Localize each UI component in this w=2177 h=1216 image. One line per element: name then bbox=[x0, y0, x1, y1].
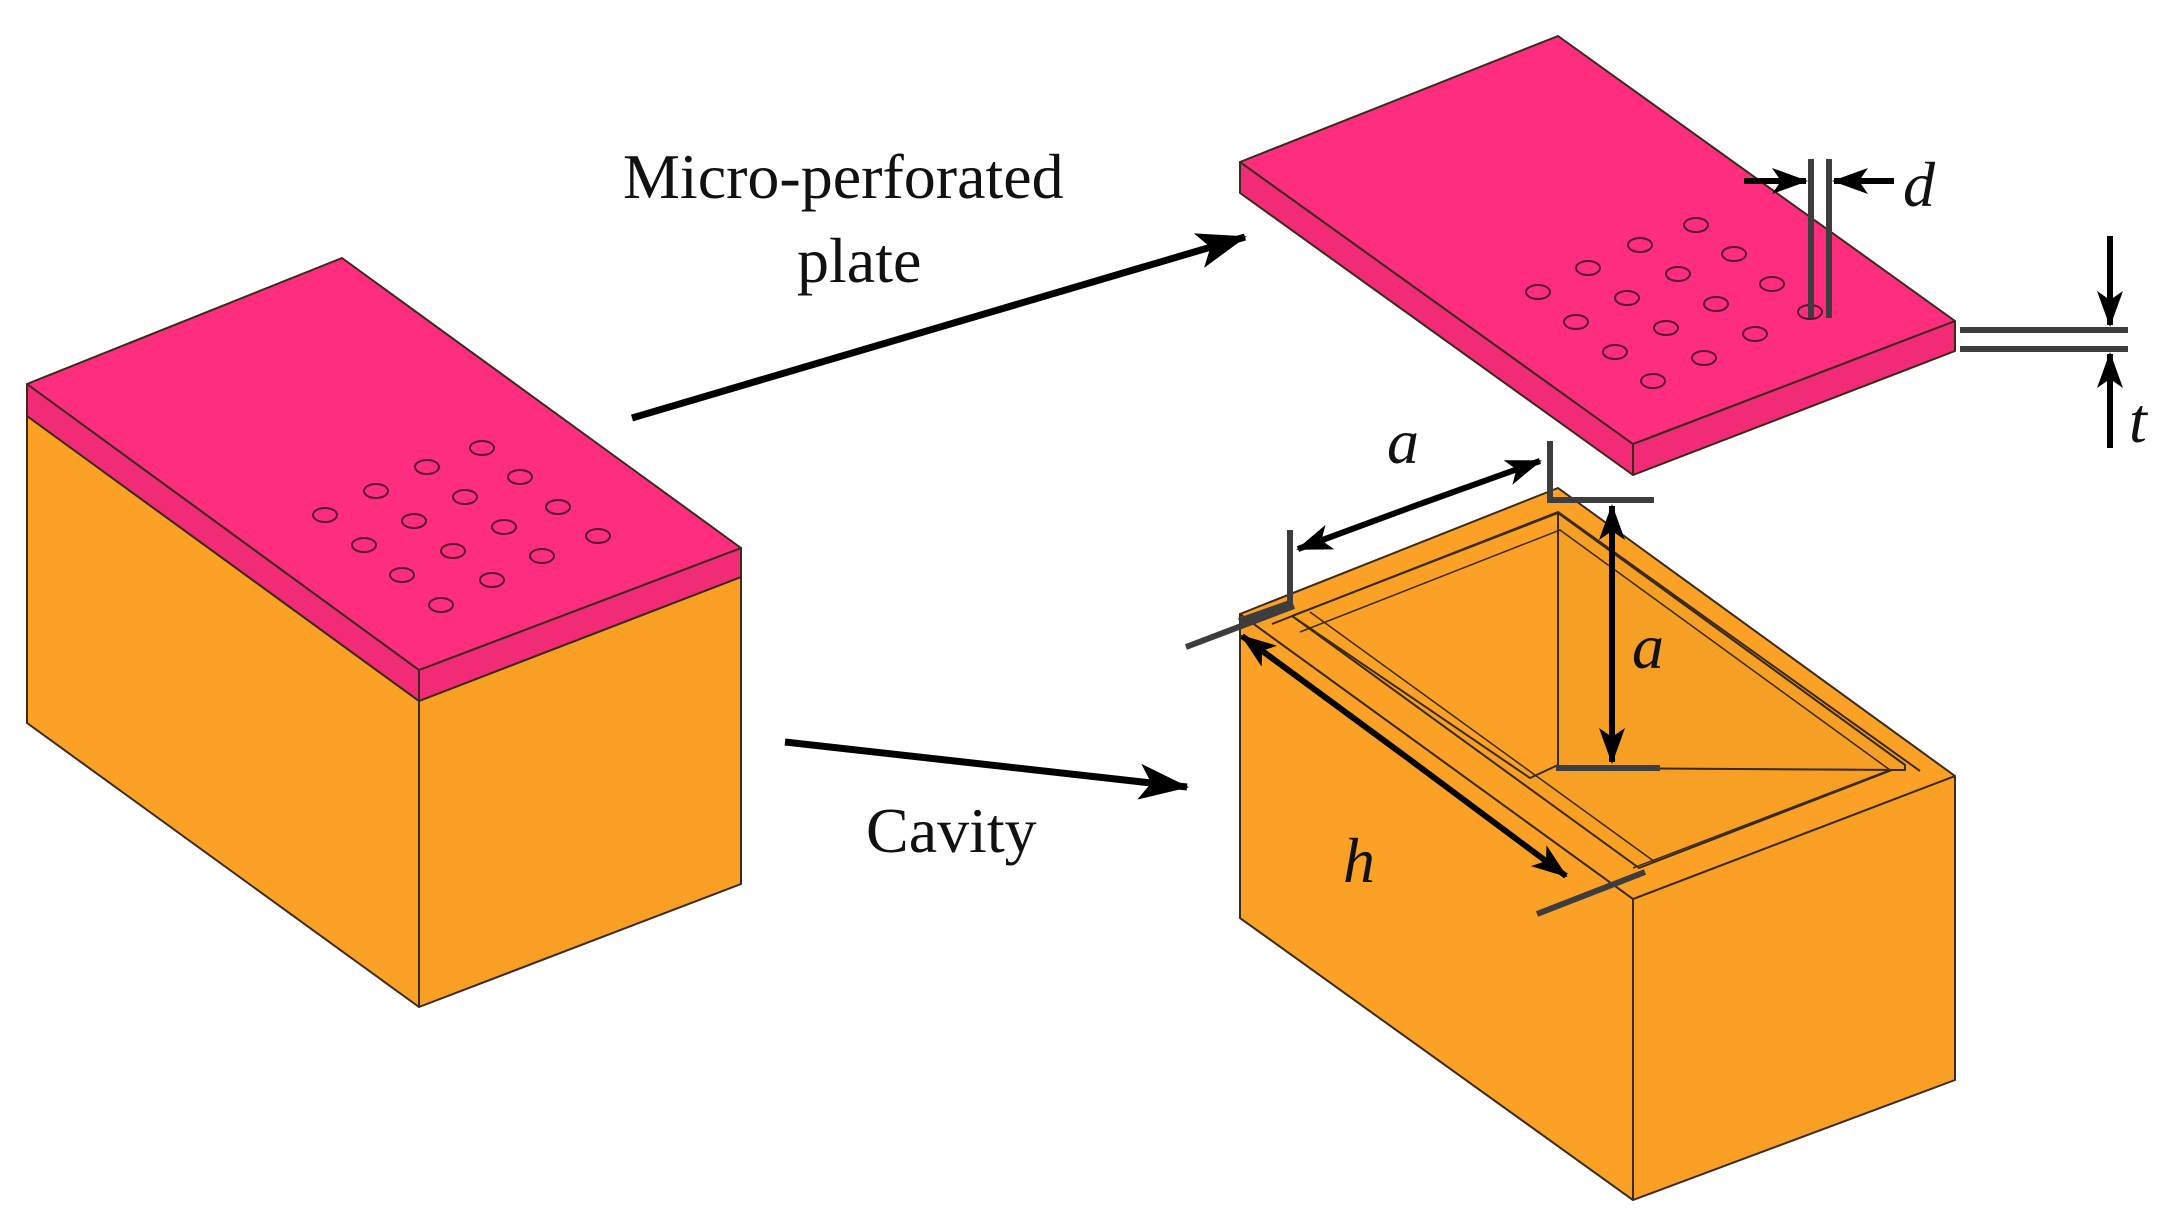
assembled-plate-holes bbox=[312, 440, 611, 613]
h-label: h bbox=[1343, 825, 1375, 896]
h-extension-bottom bbox=[1535, 869, 1647, 917]
cavity-floor-edge-2 bbox=[1291, 615, 1640, 869]
a-width-extension-left bbox=[1238, 530, 1293, 624]
dimension-h bbox=[1184, 603, 1647, 917]
micro-perforated-plate bbox=[1239, 35, 1956, 476]
dimension-a-depth bbox=[1556, 504, 1660, 771]
dimension-t bbox=[1960, 236, 2128, 448]
h-arrow-bottom bbox=[1403, 753, 1568, 879]
cavity-floor-edge-3 bbox=[1309, 611, 1656, 863]
a-depth-label: a bbox=[1632, 611, 1664, 682]
a-width-arrow-2 bbox=[1296, 501, 1422, 552]
h-arrow-top bbox=[1240, 633, 1407, 759]
assembled-plate-top bbox=[26, 257, 742, 671]
cavity-inner-ledge-2 bbox=[1299, 529, 1891, 869]
assembled-resonator bbox=[26, 257, 742, 1008]
cavity bbox=[1239, 487, 1956, 1201]
h-extension-top bbox=[1184, 603, 1296, 650]
a-width-arrow-1 bbox=[1418, 458, 1542, 507]
cavity-label: Cavity bbox=[866, 795, 1037, 866]
plate-holes bbox=[1525, 217, 1823, 389]
t-label: t bbox=[2129, 385, 2149, 456]
plate-label-line2: plate bbox=[797, 225, 921, 296]
a-width-extension-right bbox=[1547, 441, 1654, 503]
plate-label-line1: Micro-perforated bbox=[623, 141, 1064, 212]
d-label: d bbox=[1903, 149, 1936, 220]
plate-callout-arrow bbox=[631, 233, 1247, 422]
cavity-inner-ledge bbox=[1271, 511, 1921, 772]
plate-top bbox=[1239, 35, 1956, 445]
cavity-callout-arrow bbox=[784, 738, 1189, 800]
dimension-d bbox=[1744, 159, 1894, 318]
dimension-a-width bbox=[1238, 441, 1654, 624]
a-width-label: a bbox=[1387, 406, 1419, 477]
